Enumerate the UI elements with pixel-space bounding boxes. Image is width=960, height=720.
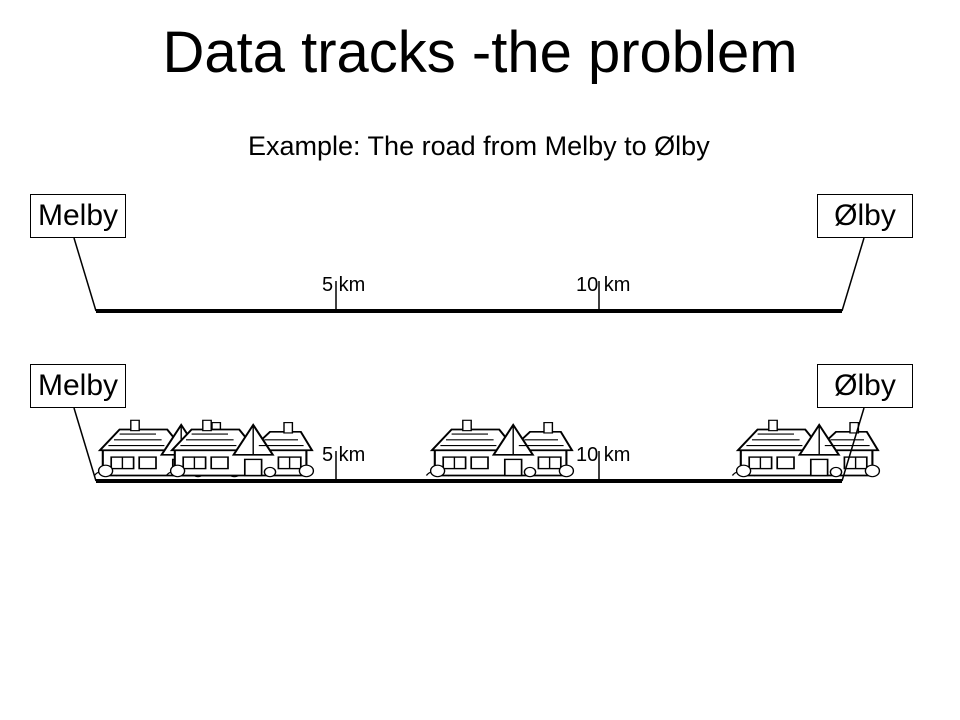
track1-start-city: Melby xyxy=(30,194,126,238)
house-icon xyxy=(165,419,315,478)
example-caption: Example: The road from Melby to Ølby xyxy=(248,131,710,161)
track1-start-connector xyxy=(73,237,97,312)
track2-start-connector xyxy=(73,407,97,482)
track2-marker-10km: 10 km xyxy=(576,444,631,466)
track2-end-connector xyxy=(841,407,865,482)
track1-end-city: Ølby xyxy=(817,194,913,238)
house-icon xyxy=(425,419,575,478)
track1-end-connector xyxy=(841,237,865,312)
track1-marker-5km: 5 km xyxy=(322,274,366,296)
page-title: Data tracks -the problem xyxy=(162,20,798,85)
track1-marker-10km: 10 km xyxy=(576,274,631,296)
track2-marker-5km: 5 km xyxy=(322,444,366,466)
track2-start-city: Melby xyxy=(30,364,126,408)
track2-end-city: Ølby xyxy=(817,364,913,408)
